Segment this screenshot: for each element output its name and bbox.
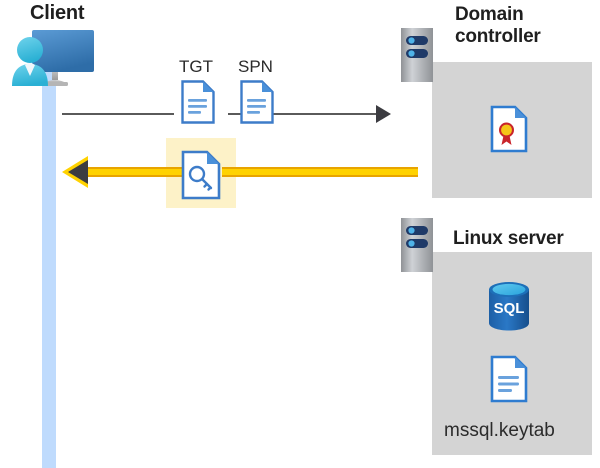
tgt-label: TGT xyxy=(179,57,213,76)
request-line-segment-right xyxy=(282,113,378,115)
tgt-document-icon xyxy=(181,80,215,124)
domain-controller-server-rack-icon xyxy=(401,28,433,82)
certificate-document-icon xyxy=(490,105,528,153)
linux-server-rack-icon xyxy=(401,218,433,272)
client-lifeline xyxy=(42,62,56,468)
client-title: Client xyxy=(30,2,85,24)
request-arrowhead-icon xyxy=(376,105,391,123)
domain-controller-title: Domain controller xyxy=(455,4,541,48)
spn-document-icon xyxy=(240,80,274,124)
keytab-filename-label: mssql.keytab xyxy=(444,420,555,441)
spn-label: SPN xyxy=(238,57,273,76)
linux-server-title: Linux server xyxy=(453,228,564,249)
client-user-monitor-icon xyxy=(12,30,94,86)
response-arrow-segment-right xyxy=(222,167,418,177)
keytab-document-icon xyxy=(490,355,528,403)
response-arrow-segment-left xyxy=(84,167,182,177)
service-ticket-key-document-icon xyxy=(181,150,221,200)
request-line-segment-left xyxy=(62,113,174,115)
sql-database-icon: SQL xyxy=(489,282,529,331)
response-arrowhead-icon xyxy=(68,160,88,184)
sql-label: SQL xyxy=(494,300,525,317)
